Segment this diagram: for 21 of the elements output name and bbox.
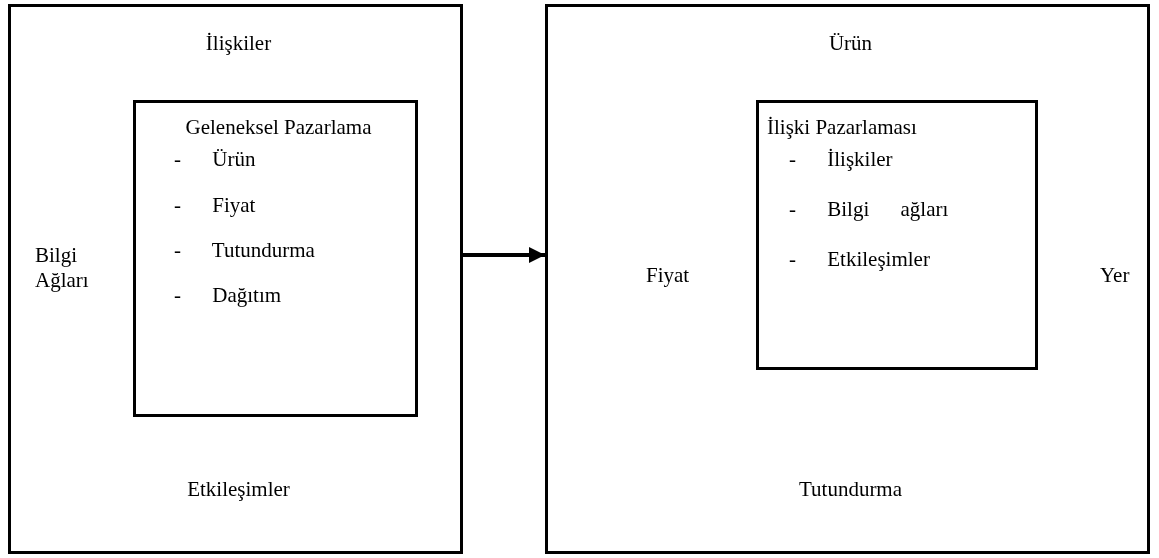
list-item: - Fiyat (174, 193, 256, 219)
outer-box (8, 4, 463, 554)
side-label: Etkileşimler (186, 477, 291, 503)
list-item: - Bilgi ağları (789, 197, 949, 223)
arrow (463, 247, 545, 263)
side-label: İlişkiler (204, 31, 273, 57)
side-label: Fiyat (646, 263, 690, 289)
side-label: Tutundurma (797, 477, 904, 503)
side-label: Yer (1100, 263, 1130, 289)
inner-box (133, 100, 418, 417)
list-item: - Tutundurma (174, 238, 315, 264)
inner-box (756, 100, 1038, 370)
list-item: - Etkileşimler (789, 247, 930, 273)
side-label: Bilgi Ağları (35, 243, 90, 294)
list-item: - İlişkiler (789, 147, 893, 173)
box-heading: Geleneksel Pazarlama (184, 115, 373, 141)
list-item: - Dağıtım (174, 283, 282, 309)
side-label: Ürün (827, 31, 874, 57)
box-heading: İlişki Pazarlaması (767, 115, 917, 141)
outer-box (545, 4, 1150, 554)
list-item: - Ürün (174, 147, 256, 173)
